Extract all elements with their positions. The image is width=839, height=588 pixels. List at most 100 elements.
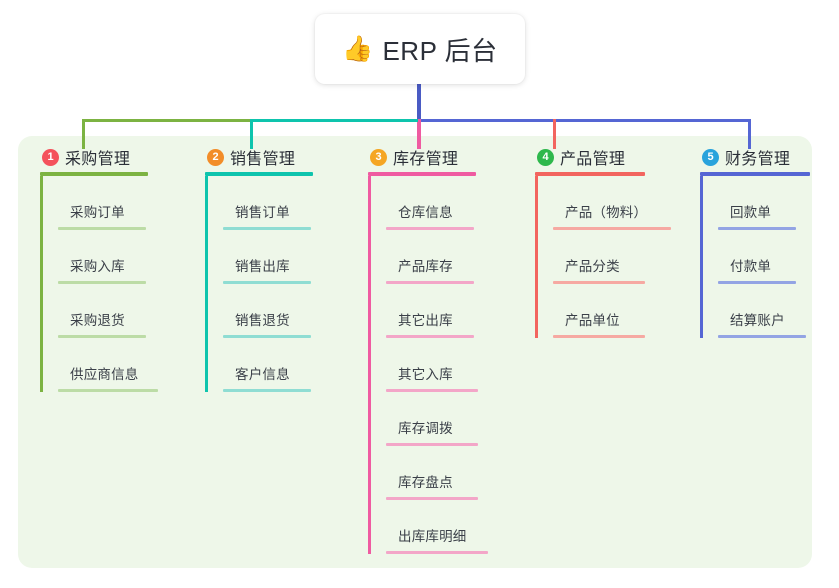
branch-badge-finance: 5 [702,148,719,166]
branch-badge-product: 4 [537,148,554,166]
leaf-item[interactable]: 库存盘点 [386,446,518,500]
branch-column-sales: 2 销售管理销售订单销售出库销售退货客户信息 [205,146,355,392]
leaf-item[interactable]: 仓库信息 [386,176,518,230]
branch-header-finance[interactable]: 5 财务管理 [700,146,839,168]
branch-spine-sales [205,176,208,392]
leaf-item-rule [553,335,645,338]
branch-header-inventory[interactable]: 3 库存管理 [368,146,518,168]
branch-header-sales[interactable]: 2 销售管理 [205,146,355,168]
branch-spine-finance [700,176,703,338]
leaf-item[interactable]: 销售退货 [223,284,355,338]
leaf-item-label: 产品分类 [565,259,620,274]
leaf-item[interactable]: 采购订单 [58,176,190,230]
leaf-item-label: 采购退货 [70,313,125,328]
leaf-item-rule [58,227,146,230]
branch-items-sales: 销售订单销售出库销售退货客户信息 [205,176,355,392]
branch-title-inventory: 库存管理 [393,151,459,168]
bus-segment-teal [250,119,418,122]
branch-column-finance: 5 财务管理回款单付款单结算账户 [700,146,839,338]
leaf-item[interactable]: 其它入库 [386,338,518,392]
leaf-item[interactable]: 结算账户 [718,284,839,338]
leaf-item-rule [386,335,474,338]
branch-items-purchase: 采购订单采购入库采购退货供应商信息 [40,176,190,392]
leaf-item-rule [58,335,146,338]
branch-header-product[interactable]: 4 产品管理 [535,146,695,168]
leaf-item-rule [223,389,311,392]
leaf-item-rule [58,281,146,284]
leaf-item-label: 采购入库 [70,259,125,274]
branch-title-sales: 销售管理 [230,151,296,168]
drop-finance [748,119,751,149]
leaf-item-label: 销售出库 [235,259,290,274]
leaf-item-rule [223,281,311,284]
leaf-item[interactable]: 销售出库 [223,230,355,284]
branch-badge-inventory: 3 [370,148,387,166]
leaf-item[interactable]: 出库库明细 [386,500,518,554]
leaf-item-label: 产品（物料） [565,205,648,220]
branch-header-rule-product [535,172,645,176]
leaf-item[interactable]: 付款单 [718,230,839,284]
branch-title-finance: 财务管理 [725,151,791,168]
leaf-item-rule [386,497,478,500]
leaf-item-rule [386,281,474,284]
leaf-item-rule [718,281,796,284]
bus-segment-green [82,119,250,122]
branch-items-finance: 回款单付款单结算账户 [700,176,839,338]
drop-purchase [82,119,85,149]
leaf-item-rule [718,335,806,338]
leaf-item-label: 销售订单 [235,205,290,220]
drop-product [553,119,556,149]
root-node-card[interactable]: 👍 ERP 后台 [315,14,525,84]
drop-inventory [418,119,421,149]
leaf-item[interactable]: 产品单位 [553,284,695,338]
thumbs-up-icon: 👍 [342,34,374,63]
branch-title-purchase: 采购管理 [65,151,131,168]
branch-title-product: 产品管理 [560,151,626,168]
branch-badge-purchase: 1 [42,148,59,166]
leaf-item[interactable]: 销售订单 [223,176,355,230]
leaf-item-rule [718,227,796,230]
leaf-item-label: 付款单 [730,259,772,274]
leaf-item-label: 销售退货 [235,313,290,328]
branch-items-product: 产品（物料） 产品分类产品单位 [535,176,695,338]
leaf-item[interactable]: 产品分类 [553,230,695,284]
leaf-item[interactable]: 回款单 [718,176,839,230]
branch-header-purchase[interactable]: 1 采购管理 [40,146,190,168]
leaf-item[interactable]: 采购入库 [58,230,190,284]
branch-column-purchase: 1 采购管理采购订单采购入库采购退货供应商信息 [40,146,190,392]
leaf-item[interactable]: 供应商信息 [58,338,190,392]
branch-header-rule-purchase [40,172,148,176]
leaf-item[interactable]: 库存调拨 [386,392,518,446]
leaf-item[interactable]: 其它出库 [386,284,518,338]
branch-header-rule-inventory [368,172,476,176]
leaf-item-label: 产品库存 [398,259,453,274]
branch-column-inventory: 3 库存管理仓库信息产品库存其它出库其它入库库存调拨库存盘点出库库明细 [368,146,518,554]
leaf-item-label: 回款单 [730,205,772,220]
leaf-item-label: 客户信息 [235,367,290,382]
leaf-item-label: 库存调拨 [398,421,453,436]
bus-segment-indigo [418,119,750,122]
leaf-item-label: 产品单位 [565,313,620,328]
branch-items-inventory: 仓库信息产品库存其它出库其它入库库存调拨库存盘点出库库明细 [368,176,518,554]
leaf-item-label: 仓库信息 [398,205,453,220]
leaf-item-label: 出库库明细 [398,529,467,544]
leaf-item-rule [58,389,158,392]
leaf-item-rule [386,551,488,554]
branch-header-rule-sales [205,172,313,176]
branch-column-product: 4 产品管理产品（物料） 产品分类产品单位 [535,146,695,338]
leaf-item-label: 其它入库 [398,367,453,382]
leaf-item-rule [223,335,311,338]
root-node-title: ERP 后台 [382,35,498,66]
branch-spine-inventory [368,176,371,554]
leaf-item-rule [386,227,474,230]
leaf-item[interactable]: 客户信息 [223,338,355,392]
leaf-item-rule [223,227,311,230]
leaf-item[interactable]: 采购退货 [58,284,190,338]
leaf-item[interactable]: 产品库存 [386,230,518,284]
branch-spine-purchase [40,176,43,392]
branch-badge-sales: 2 [207,148,224,166]
leaf-item-label: 其它出库 [398,313,453,328]
leaf-item-label: 供应商信息 [70,367,139,382]
leaf-item-rule [386,443,478,446]
leaf-item[interactable]: 产品（物料） [553,176,695,230]
